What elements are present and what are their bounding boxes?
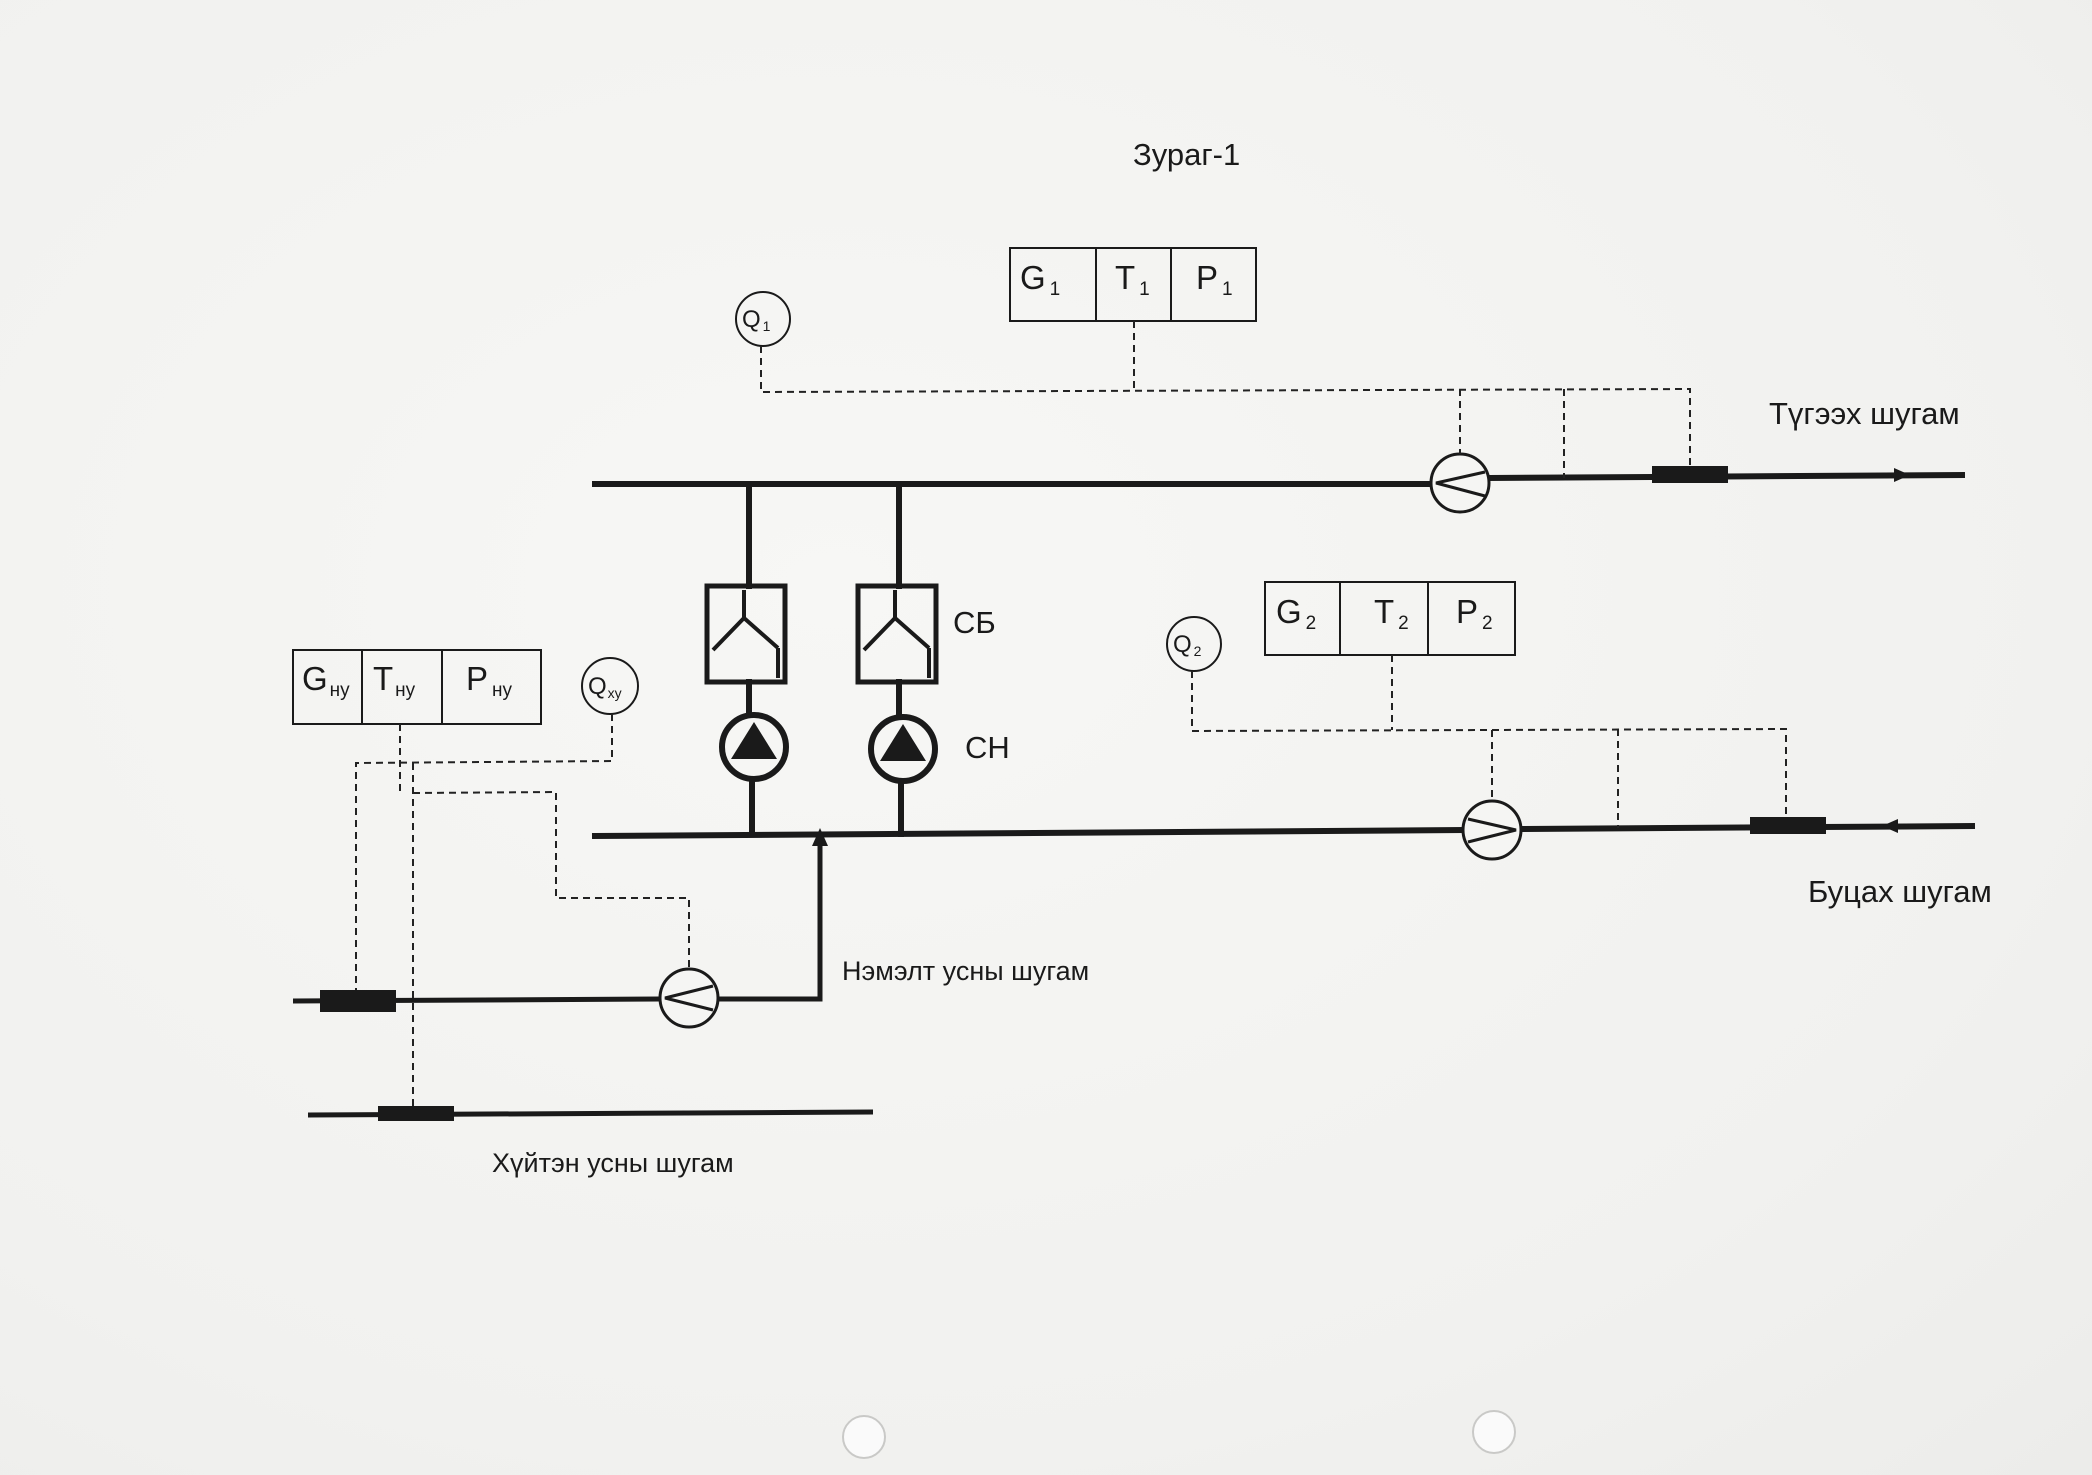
return-flowmeter-icon: [1461, 799, 1523, 861]
return-pressure-sensor: [1750, 817, 1826, 834]
supply-pressure-sensor: [1652, 466, 1728, 483]
makeup-pressure-sensor: [320, 990, 396, 1012]
return-signal-lines: [1191, 655, 1787, 828]
return-flow-arrow: [1882, 819, 1898, 833]
heat-meter-qxy: Qху: [581, 657, 639, 715]
cold-water-sensor: [378, 1106, 454, 1121]
supply-flow-arrow: [1894, 468, 1910, 482]
diagram-title: Зураг-1: [1133, 137, 1240, 172]
makeup-signal-lines: [355, 714, 690, 1113]
cold-water-line-label: Хүйтэн усны шугам: [492, 1148, 734, 1178]
svg-text:Qху: Qху: [588, 673, 622, 701]
check-valve-2-icon: [855, 583, 939, 685]
pump-branch-1: [704, 481, 789, 837]
makeup-pipe-riser: [718, 842, 823, 1002]
svg-text:Q1: Q1: [742, 306, 771, 334]
pump-1-icon: [719, 712, 789, 782]
supply-line-label: Түгээх шугам: [1769, 396, 1960, 431]
check-valve-label: СБ: [953, 605, 996, 640]
supply-signal-lines: [760, 321, 1691, 478]
check-valve-1-icon: [704, 583, 788, 685]
makeup-flow-arrow: [812, 828, 828, 846]
return-line: [591, 799, 1976, 861]
supply-flowmeter-icon: [1429, 452, 1491, 514]
pump-2-icon: [868, 714, 938, 784]
return-line-label: Буцах шугам: [1808, 874, 1992, 909]
pump-branch-2: [855, 481, 939, 837]
svg-text:Q2: Q2: [1173, 631, 1202, 659]
return-pipe-right: [1516, 822, 1976, 833]
punch-holes: [842, 1410, 1516, 1459]
return-pipe-left: [591, 826, 1466, 840]
makeup-line: [292, 828, 828, 1029]
supply-line: [592, 452, 1966, 514]
pump-label: СН: [965, 730, 1010, 765]
cold-water-line: [307, 1106, 874, 1121]
makeup-line-label: Нэмэлт усны шугам: [842, 956, 1089, 986]
makeup-flowmeter-icon: [658, 967, 720, 1029]
